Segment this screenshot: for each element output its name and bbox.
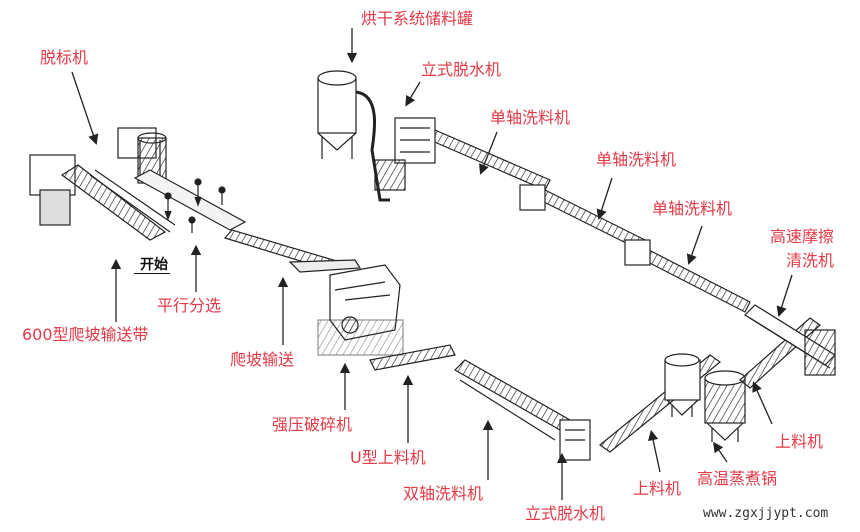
- label-parallel-sorting: 平行分选: [157, 296, 222, 315]
- single-shaft-washers: [429, 129, 751, 313]
- label-single-shaft-washer-1: 单轴洗料机: [490, 108, 571, 127]
- label-friction-washer-line2: 清洗机: [786, 251, 835, 270]
- label-u-feeder: U型上料机: [350, 448, 426, 467]
- workers: [164, 178, 226, 233]
- crusher-machine: [317, 264, 404, 356]
- vertical-dewater-top-machine: [374, 117, 436, 191]
- label-label-remover: 脱标机: [40, 48, 89, 67]
- conveyor-600: [60, 164, 176, 241]
- label-vertical-dewater-top: 立式脱水机: [421, 60, 502, 79]
- label-feeder-right: 上料机: [775, 432, 824, 451]
- pointer-arrows: [71, 28, 793, 500]
- label-vertical-dewater-bottom: 立式脱水机: [525, 504, 606, 523]
- u-feeder-machine: [369, 344, 456, 371]
- dryer-storage-tank: [317, 70, 390, 202]
- label-conveyor-600: 600型爬坡输送带: [22, 325, 149, 344]
- twin-shaft-washer-machine: [454, 359, 571, 431]
- label-start: 开始: [134, 258, 170, 274]
- label-crusher: 强压破碎机: [272, 415, 353, 434]
- watermark: www.zgxjjypt.com: [703, 506, 829, 521]
- friction-washer-machine: [744, 304, 836, 376]
- feeder-left-machine: [599, 354, 721, 453]
- label-feeder-left: 上料机: [633, 479, 682, 498]
- cooking-pot-machine: [664, 353, 746, 442]
- label-twin-shaft-washer: 双轴洗料机: [403, 484, 484, 503]
- label-cooking-pot: 高温蒸煮锅: [697, 469, 778, 488]
- label-dryer-tank: 烘干系统储料罐: [361, 9, 474, 28]
- label-climbing-conveyor: 爬坡输送: [230, 350, 295, 369]
- label-single-shaft-washer-3: 单轴洗料机: [652, 199, 733, 218]
- label-single-shaft-washer-2: 单轴洗料机: [596, 150, 677, 169]
- parallel-sorting-belt: [133, 169, 247, 231]
- label-friction-washer-line1: 高速摩擦: [770, 227, 835, 246]
